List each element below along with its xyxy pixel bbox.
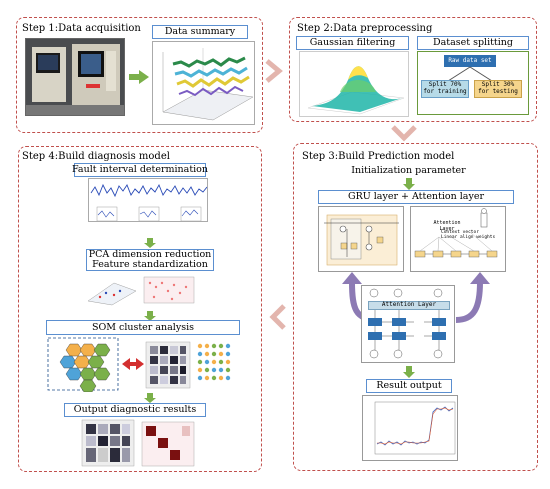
fault-interval-chart (88, 178, 208, 222)
step3-panel (293, 143, 538, 471)
train-split-label: Split 70% for training (423, 81, 467, 95)
output-results-label: Output diagnostic results (64, 403, 206, 417)
step4-arrow-3 (144, 393, 156, 403)
step3-title: Step 3:Build Prediction model (302, 151, 455, 162)
pca-label: PCA dimension reduction Feature standard… (86, 249, 214, 271)
result-output-plot (374, 401, 456, 455)
raw-data-label: Raw data set (448, 56, 492, 64)
step4-arrow-2 (144, 311, 156, 321)
som-label: SOM cluster analysis (46, 320, 240, 335)
step1-arrow (129, 70, 149, 84)
step2-panel (289, 17, 537, 122)
chevron-right-icon (265, 59, 283, 83)
train-split-box: Split 70% for training (421, 80, 469, 98)
data-summary-chart (152, 41, 255, 125)
step3-arrow-1 (403, 178, 415, 190)
gru-attention-label: GRU layer + Attention layer (318, 190, 514, 204)
gaussian-surface (299, 51, 409, 117)
machine-image (26, 39, 124, 115)
chevron-down-icon (391, 125, 417, 142)
attention-layer-text: Attention Layer (381, 301, 437, 308)
fault-interval-label: Fault interval determination (71, 163, 209, 177)
fault-left-snippet (84, 206, 114, 222)
step1-title: Step 1:Data acquisition (22, 23, 141, 34)
gru-cell-diagram (318, 206, 404, 272)
attention-layer-plot (368, 288, 446, 359)
step2-title: Step 2:Data preprocessing (297, 23, 433, 34)
attention-mechanism-plot (414, 208, 498, 258)
step4-panel (18, 146, 262, 472)
pca-plot (87, 276, 195, 306)
fault-interval-plot (90, 183, 207, 221)
output-results-chart (80, 418, 200, 468)
step4-arrow-1 (144, 238, 156, 248)
result-output-label: Result output (366, 379, 452, 393)
gaussian-plot (307, 66, 405, 115)
init-param-label: Initialization parameter (338, 164, 479, 178)
test-split-label: Split 30% for testing (478, 81, 518, 95)
result-output-chart (362, 395, 458, 461)
step3-arrow-2 (403, 366, 415, 378)
dataset-splitting-label: Dataset splitting (417, 36, 529, 50)
step1-panel (16, 17, 263, 133)
chevron-left-icon (269, 304, 286, 330)
step4-title: Step 4:Build diagnosis model (22, 151, 170, 162)
attention-layer-diagram: Attention Layer (361, 285, 455, 363)
gru-cell-plot (324, 214, 399, 266)
context-vector-label: Context vector Linear align weights (441, 230, 496, 240)
split-arrows (447, 66, 493, 82)
attention-layer-banner (368, 301, 450, 310)
output-results-plot (81, 419, 195, 467)
raw-data-box: Raw data set (444, 55, 496, 67)
machine-photo (25, 38, 125, 116)
pca-chart (84, 273, 198, 307)
purple-arrow-right (455, 272, 490, 323)
gaussian-filtering-label: Gaussian filtering (296, 36, 409, 50)
attention-mechanism-diagram: Attention Layer Context vector Linear al… (410, 206, 506, 272)
data-summary-plot (162, 48, 254, 121)
som-chart (46, 336, 242, 392)
attention-mechanism-label: Attention Layer (433, 220, 461, 232)
data-summary-label: Data summary (152, 25, 248, 39)
som-plot (47, 337, 231, 392)
test-split-box: Split 30% for testing (474, 80, 522, 98)
